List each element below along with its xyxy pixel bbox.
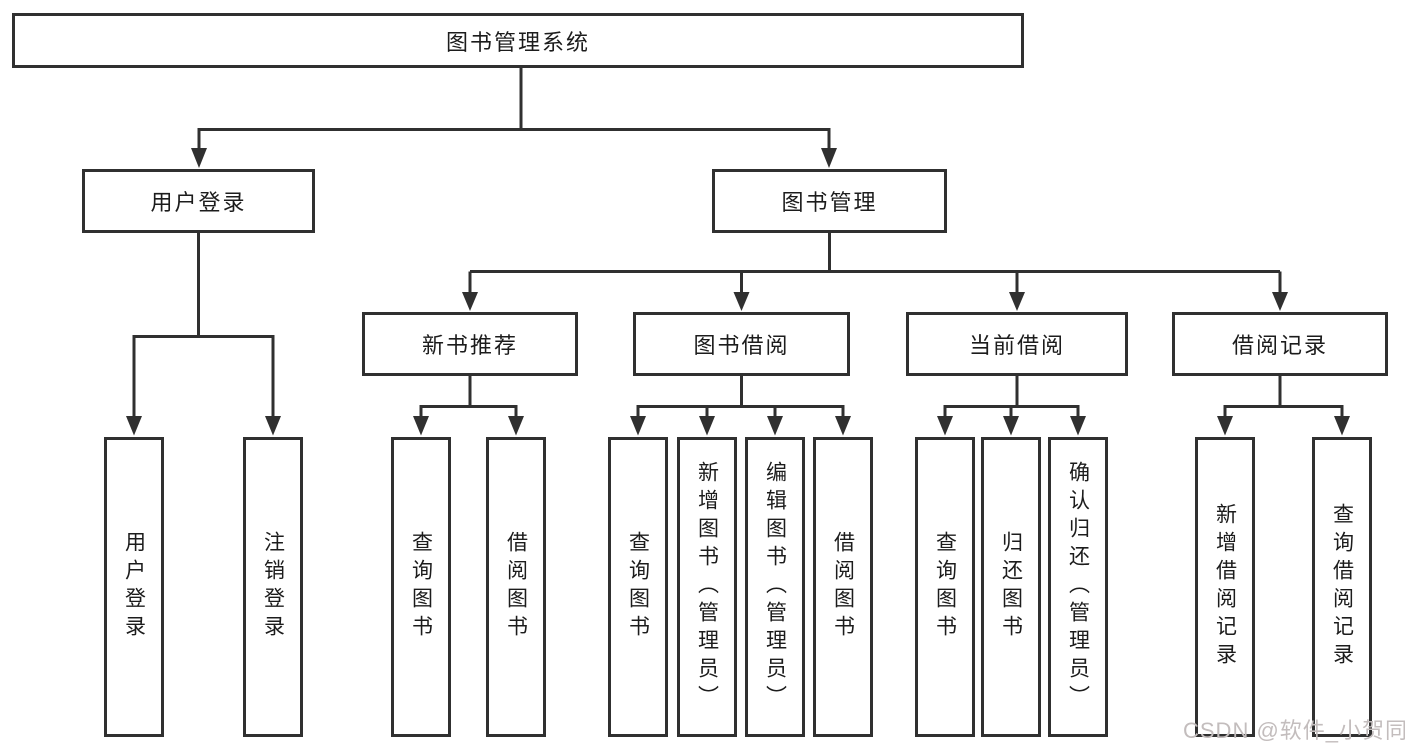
- leaf-user-login: 用户登录: [104, 437, 164, 737]
- arrow-down-icon: [1217, 416, 1233, 436]
- csdn-watermark: CSDN @软件_小贺同学: [1183, 718, 1405, 743]
- leaf-query-books: 查询图书: [608, 437, 668, 737]
- leaf-add-books-admin: 新增图书（管理员）: [677, 437, 737, 737]
- arrowheads: [126, 148, 1350, 436]
- leaf-add-borrow-record: 新增借阅记录: [1195, 437, 1255, 737]
- arrow-down-icon: [413, 416, 429, 436]
- node-borrow-records: 借阅记录: [1172, 312, 1388, 376]
- node-book-borrowing: 图书借阅: [633, 312, 850, 376]
- arrow-down-icon: [1070, 416, 1086, 436]
- leaf-query-books: 查询图书: [391, 437, 451, 737]
- node-current-borrowing: 当前借阅: [906, 312, 1128, 376]
- leaf-confirm-return-admin: 确认归还（管理员）: [1048, 437, 1108, 737]
- arrow-down-icon: [462, 292, 478, 311]
- leaf-borrow-books: 借阅图书: [486, 437, 546, 737]
- arrow-down-icon: [1272, 292, 1288, 311]
- arrow-down-icon: [1009, 292, 1025, 311]
- leaf-logout: 注销登录: [243, 437, 303, 737]
- arrow-down-icon: [733, 292, 750, 311]
- leaf-query-borrow-record: 查询借阅记录: [1312, 437, 1372, 737]
- arrow-down-icon: [1334, 416, 1350, 436]
- arrow-down-icon: [126, 416, 142, 436]
- connector-segments: [132, 66, 1344, 419]
- arrow-down-icon: [937, 416, 953, 436]
- leaf-borrow-books: 借阅图书: [813, 437, 873, 737]
- leaf-edit-books-admin: 编辑图书（管理员）: [745, 437, 805, 737]
- node-book-management: 图书管理: [712, 169, 947, 233]
- arrow-down-icon: [1003, 416, 1019, 436]
- arrow-down-icon: [699, 416, 715, 436]
- arrow-down-icon: [821, 148, 837, 168]
- node-user-login: 用户登录: [82, 169, 315, 233]
- arrow-down-icon: [835, 416, 851, 436]
- node-new-book-recommend: 新书推荐: [362, 312, 578, 376]
- arrow-down-icon: [265, 416, 281, 436]
- arrow-down-icon: [767, 416, 783, 436]
- arrow-down-icon: [630, 416, 646, 436]
- leaf-query-books: 查询图书: [915, 437, 975, 737]
- arrow-down-icon: [191, 148, 207, 168]
- leaf-return-books: 归还图书: [981, 437, 1041, 737]
- arrow-down-icon: [508, 416, 524, 436]
- node-library-management-system: 图书管理系统: [12, 13, 1024, 68]
